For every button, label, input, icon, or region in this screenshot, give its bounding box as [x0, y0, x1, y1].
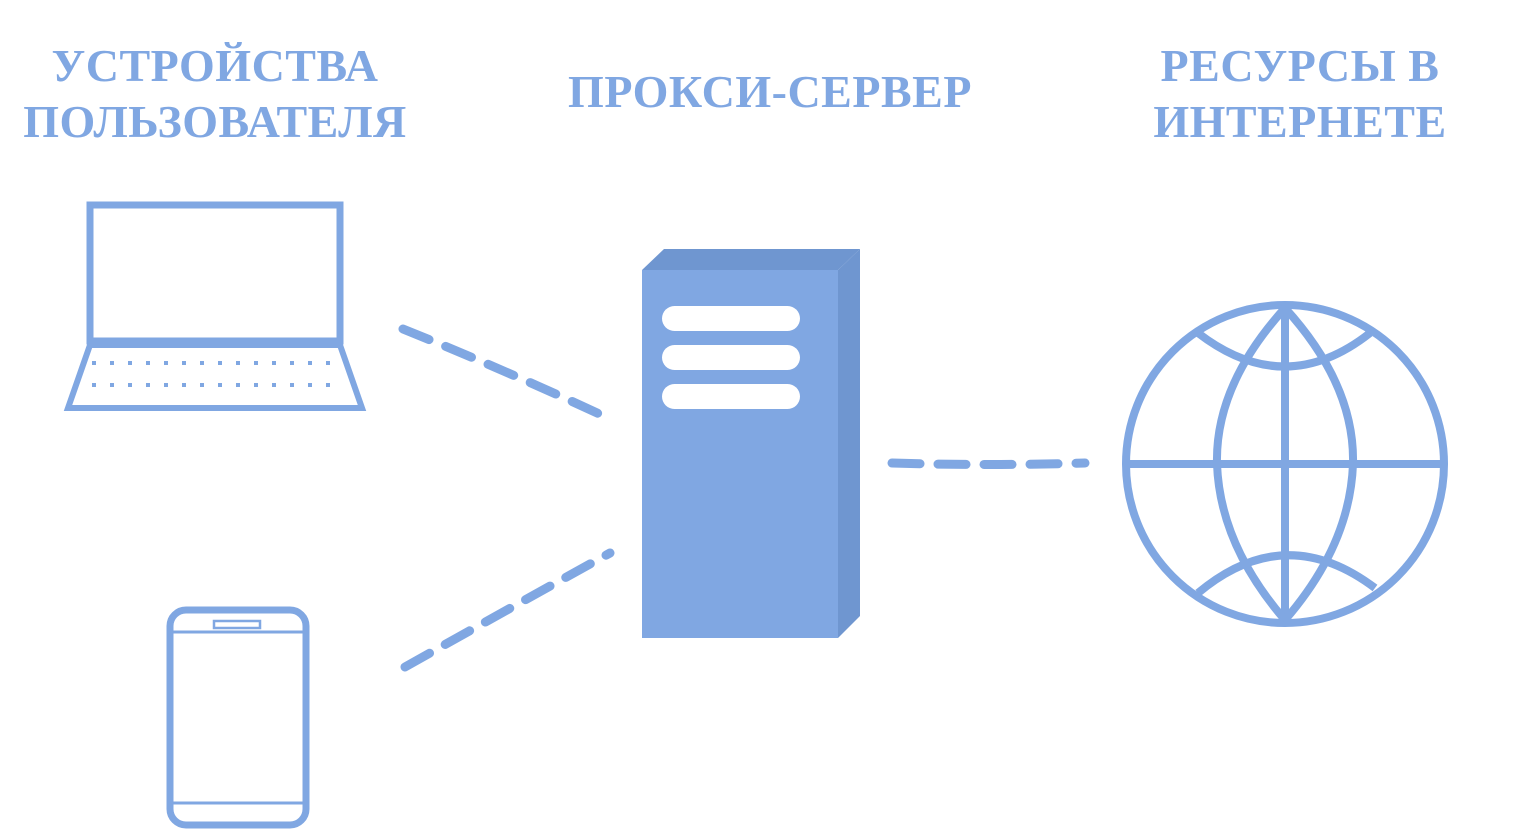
server-drive-slot-2 [662, 345, 800, 370]
server-tower-icon [642, 249, 860, 638]
laptop-key-dot [290, 361, 294, 365]
globe-outline [1122, 301, 1448, 627]
globe-icon [1122, 301, 1448, 627]
laptop-key-dot [308, 361, 312, 365]
laptop-key-dot [146, 383, 150, 387]
globe-upper-parallel [1195, 329, 1373, 371]
heading-user-devices-line1: УСТРОЙСТВА [51, 40, 379, 91]
server-top-face [642, 249, 860, 270]
laptop-key-dot [182, 383, 186, 387]
laptop-screen [86, 201, 344, 345]
connection-phone-proxy [400, 548, 615, 672]
globe-lower-parallel [1195, 551, 1378, 597]
smartphone-icon [166, 606, 310, 829]
heading-internet-resources-line2: ИНТЕРНЕТЕ [1153, 96, 1447, 147]
heading-proxy-server-line1: ПРОКСИ-СЕРВЕР [568, 66, 972, 117]
server-side-face [838, 249, 860, 638]
laptop-key-dot [92, 383, 96, 387]
laptop-key-dot [308, 383, 312, 387]
laptop-keyboard-base [63, 342, 367, 411]
heading-internet-resources-line1: РЕСУРСЫ В [1160, 40, 1440, 91]
globe-right-meridian [1281, 305, 1358, 623]
laptop-icon [63, 201, 367, 411]
connection-lines [398, 324, 1090, 672]
laptop-key-dot [146, 361, 150, 365]
heading-internet-resources: РЕСУРСЫ В ИНТЕРНЕТЕ [1100, 38, 1500, 150]
laptop-key-dot [110, 361, 114, 365]
smartphone-speaker [212, 619, 262, 630]
laptop-key-dot [272, 383, 276, 387]
laptop-key-dot [200, 383, 204, 387]
laptop-key-dot [164, 383, 168, 387]
laptop-key-dot [236, 383, 240, 387]
laptop-key-dot [218, 383, 222, 387]
server-drive-slot-1 [662, 306, 800, 331]
connection-proxy-internet [887, 458, 1090, 469]
laptop-key-dot [236, 361, 240, 365]
heading-user-devices: УСТРОЙСТВА ПОЛЬЗОВАТЕЛЯ [0, 38, 430, 150]
laptop-key-dot [290, 383, 294, 387]
laptop-key-dot [110, 383, 114, 387]
laptop-key-dot [200, 361, 204, 365]
laptop-key-dot [326, 383, 330, 387]
heading-proxy-server: ПРОКСИ-СЕРВЕР [545, 64, 995, 120]
laptop-key-dot [128, 361, 132, 365]
laptop-key-dot [272, 361, 276, 365]
laptop-key-dot [164, 361, 168, 365]
laptop-keys [92, 361, 330, 387]
smartphone-body [166, 606, 310, 829]
connection-laptop-proxy [398, 324, 615, 424]
laptop-key-dot [218, 361, 222, 365]
laptop-key-dot [326, 361, 330, 365]
laptop-key-dot [182, 361, 186, 365]
server-drive-slot-3 [662, 384, 800, 409]
globe-left-meridian [1212, 305, 1289, 623]
server-front-face [642, 270, 838, 638]
laptop-key-dot [254, 361, 258, 365]
laptop-key-dot [254, 383, 258, 387]
laptop-key-dot [92, 361, 96, 365]
heading-user-devices-line2: ПОЛЬЗОВАТЕЛЯ [23, 96, 407, 147]
laptop-key-dot [128, 383, 132, 387]
